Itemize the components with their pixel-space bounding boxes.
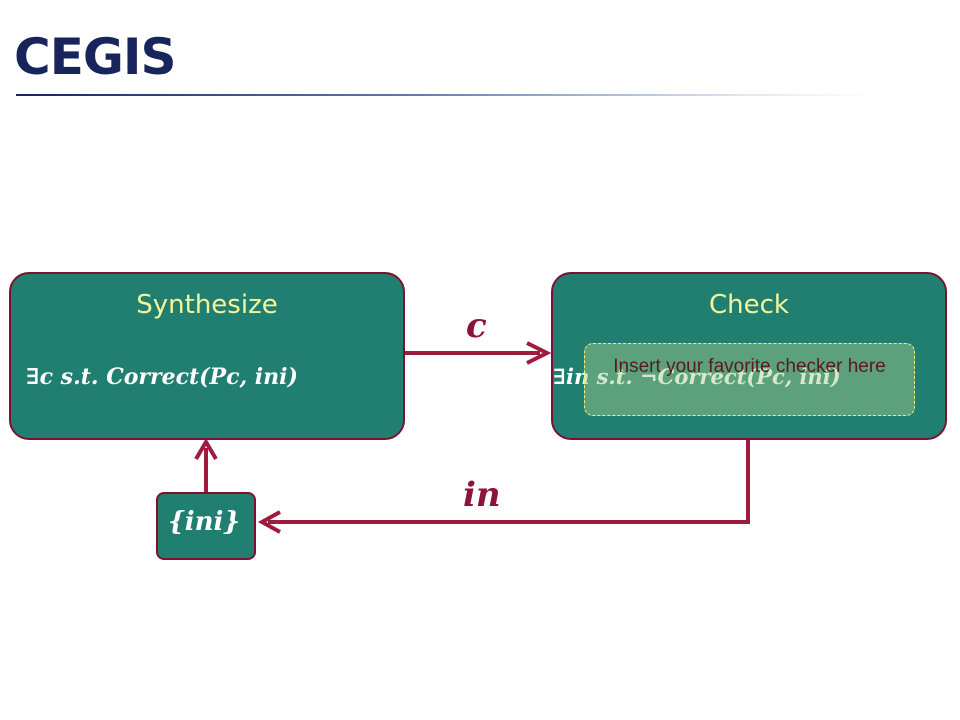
synthesize-box: Synthesize (9, 272, 405, 440)
slide-title: CEGIS (14, 28, 177, 86)
check-formula: ∃in s.t. ¬Correct(Pc, ini) (553, 364, 841, 389)
arrow-inputs-to-synthesize-head (194, 438, 218, 461)
counterexample-edge-label: in (463, 475, 501, 515)
checker-placeholder (584, 343, 915, 416)
arrow-check-to-inputs (268, 440, 750, 524)
synthesize-label: Synthesize (136, 290, 278, 320)
title-underline (16, 94, 876, 96)
checker-placeholder-text: Insert your favorite checker here (613, 356, 886, 377)
arrow-check-to-inputs-head (257, 510, 281, 534)
arrow-synthesize-to-check-head (526, 341, 552, 365)
check-box: Check (551, 272, 947, 440)
synthesize-formula: ∃c s.t. Correct(Pc, ini) (26, 364, 298, 390)
candidate-edge-label: c (466, 306, 487, 346)
inputs-label: {ini} (168, 507, 241, 537)
check-label: Check (709, 290, 789, 320)
inputs-box (156, 492, 256, 560)
